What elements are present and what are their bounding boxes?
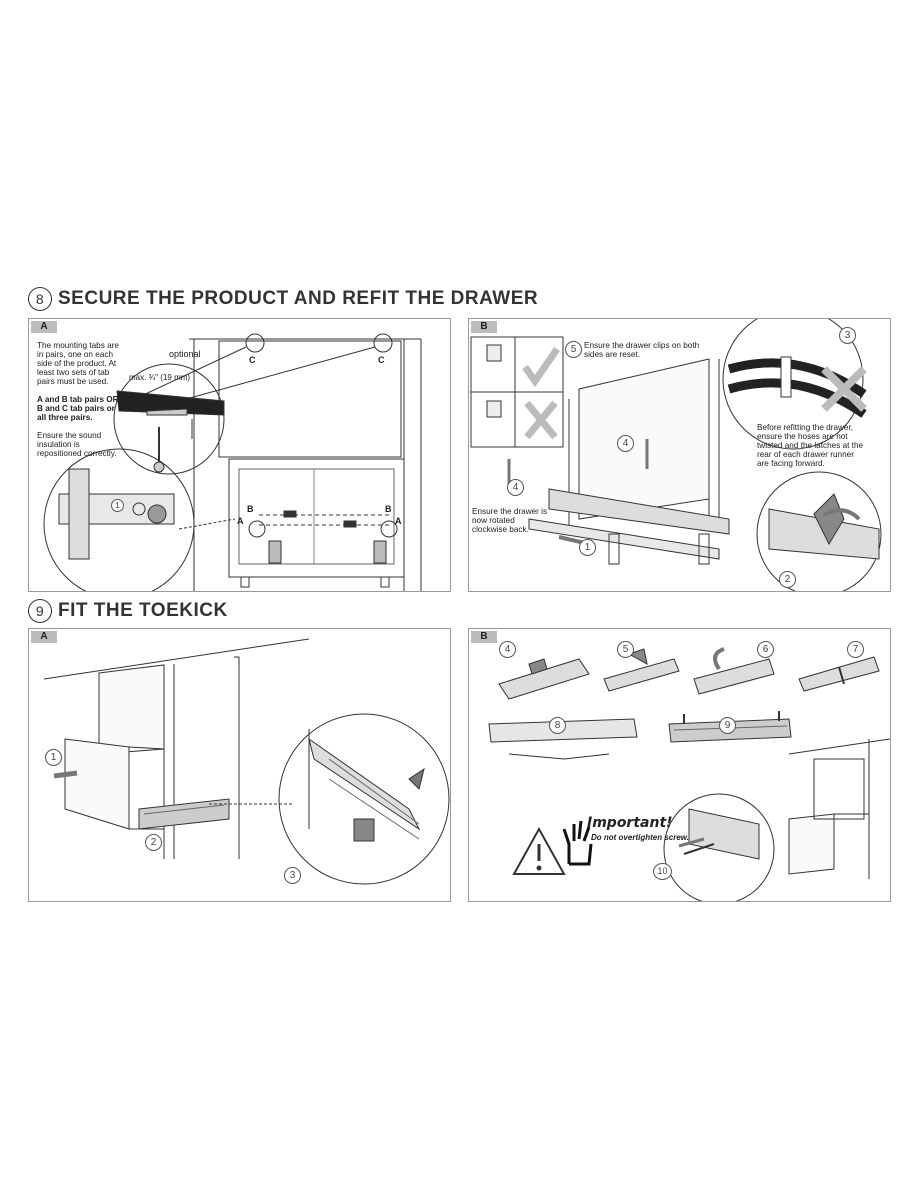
step-3-marker: 3 xyxy=(839,327,856,344)
max-depth-label: max. ¾" (19 mm) xyxy=(129,373,191,382)
label-b-right: B xyxy=(385,504,392,514)
insulation-note: Ensure the sound insulation is repositio… xyxy=(37,431,117,458)
label-a-right: A xyxy=(395,516,402,526)
step-4-marker-right: 4 xyxy=(617,435,634,452)
rotate-note: Ensure the drawer is now rotated clockwi… xyxy=(472,507,548,534)
step-1-marker: 1 xyxy=(111,499,124,512)
section-9-number: 9 xyxy=(28,599,52,623)
panel-8a-illustration xyxy=(43,333,422,591)
label-a-left: A xyxy=(237,516,244,526)
panel-8b-illustration xyxy=(470,319,882,591)
label-c-left: C xyxy=(249,355,256,365)
step-5-marker: 5 xyxy=(617,641,634,658)
important-note: Do not overtighten screw. xyxy=(591,833,689,842)
panel-tag: B xyxy=(471,321,497,333)
step-2-marker: 2 xyxy=(779,571,796,588)
step-4-marker-left: 4 xyxy=(507,479,524,496)
step-5-marker: 5 xyxy=(565,341,582,358)
step-1-marker: 1 xyxy=(579,539,596,556)
section-8-number: 8 xyxy=(28,287,52,311)
panel-9b: B xyxy=(468,628,891,902)
panel-9b-illustration xyxy=(488,647,890,901)
panel-tag: A xyxy=(31,631,57,643)
step-6-marker: 6 xyxy=(757,641,774,658)
optional-label: optional xyxy=(169,349,201,359)
mounting-tabs-note: The mounting tabs are in pairs, one on e… xyxy=(37,341,119,386)
step-1-marker: 1 xyxy=(45,749,62,766)
panel-8a: A xyxy=(28,318,451,592)
step-7-marker: 7 xyxy=(847,641,864,658)
section-8-heading: SECURE THE PRODUCT AND REFIT THE DRAWER xyxy=(58,288,539,309)
label-b-left: B xyxy=(247,504,254,514)
panel-tag: B xyxy=(471,631,497,643)
section-9-heading: FIT THE TOEKICK xyxy=(58,600,228,621)
step-8-marker: 8 xyxy=(549,717,566,734)
panel-8b: B xyxy=(468,318,891,592)
hoses-note: Before refitting the drawer, ensure the … xyxy=(757,423,864,468)
step-4-marker: 4 xyxy=(499,641,516,658)
tab-pairs-note: A and B tab pairs OR B and C tab pairs o… xyxy=(37,395,119,422)
panel-9a: A 1 2 3 xyxy=(28,628,451,902)
section-9-title: 9 FIT THE TOEKICK xyxy=(28,599,228,623)
label-c-right: C xyxy=(378,355,385,365)
panel-tag: A xyxy=(31,321,57,333)
step-2-marker: 2 xyxy=(145,834,162,851)
step-9-marker: 9 xyxy=(719,717,736,734)
drawer-clips-note: Ensure the drawer clips on both sides ar… xyxy=(584,341,700,359)
section-8-title: 8 SECURE THE PRODUCT AND REFIT THE DRAWE… xyxy=(28,287,538,311)
panel-9a-illustration xyxy=(43,638,450,885)
step-10-marker: 10 xyxy=(653,863,672,880)
step-3-marker: 3 xyxy=(284,867,301,884)
important-heading: Important! xyxy=(587,815,673,831)
